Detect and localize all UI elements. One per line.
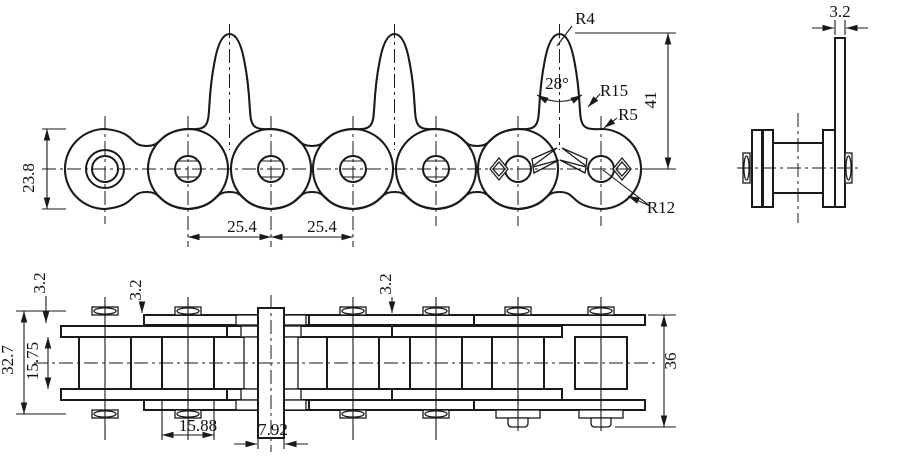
dim-plate-height: 23.8 [19,128,66,210]
dim-pitch: 25.4 25.4 [188,217,353,241]
dim-label-attachment-thickness: 3.2 [829,2,850,21]
dim-plate-thickness-leaders: 3.2 3.2 3.2 [30,272,396,323]
dim-label-pitch-right: 25.4 [307,217,337,236]
dim-label-plate-thickness-right: 3.2 [376,273,395,294]
front-view: 23.8 25.4 25.4 41 R4 28° R15 R5 [19,9,676,247]
pin-centerlines [104,24,602,247]
dim-roller-diameter: 15.88 [161,400,217,440]
tooth-link-plate [476,32,643,211]
dim-label-pitch-left: 25.4 [227,217,257,236]
tooth-link-plate [311,32,478,211]
dim-label-tip-radius: R4 [575,9,595,28]
dim-label-plate-radius: R12 [647,198,675,217]
tooth-link-plate [146,32,313,211]
dim-pin-diameter: 7.92 [234,420,308,449]
leader-fillet-radius: R5 [603,105,638,129]
dim-attachment-thickness: 3.2 [812,2,868,35]
dim-label-plate-thickness-left: 3.2 [30,272,49,293]
dim-label-flank-radius: R15 [600,81,628,100]
dim-label-plate-height: 23.8 [19,163,38,193]
leader-flank-radius: R15 [587,81,628,108]
dim-label-fillet-radius: R5 [618,105,638,124]
dim-inner-width: 15.75 [23,337,52,389]
dim-label-roller-diameter: 15.88 [179,416,217,435]
dim-tooth-angle: 28° [536,74,583,104]
side-view: 3.2 [737,2,868,223]
cotter-pin-plan [495,409,624,428]
dim-label-tooth-angle: 28° [545,74,569,93]
dim-label-plate-thickness-mid: 3.2 [126,279,145,300]
dim-label-pin-length: 32.7 [0,345,17,375]
leader-plate-radius: R12 [602,169,675,217]
dim-label-overall-height: 36 [661,353,680,370]
leader-tip-radius: R4 [556,9,595,47]
plan-view: 32.7 15.75 3.2 3.2 3.2 15.88 7.92 [0,272,680,452]
plan-pin-axes [104,297,602,440]
dim-tooth-height: 41 [575,32,676,170]
dim-pin-length: 32.7 [0,310,66,415]
inner-plate-strips [60,325,563,401]
attachment-plate-edge [834,37,846,208]
dim-overall-height: 36 [615,314,680,428]
dim-label-inner-width: 15.75 [23,342,42,380]
dim-label-tooth-height: 41 [641,92,660,109]
dim-label-pin-diameter: 7.92 [258,420,288,439]
